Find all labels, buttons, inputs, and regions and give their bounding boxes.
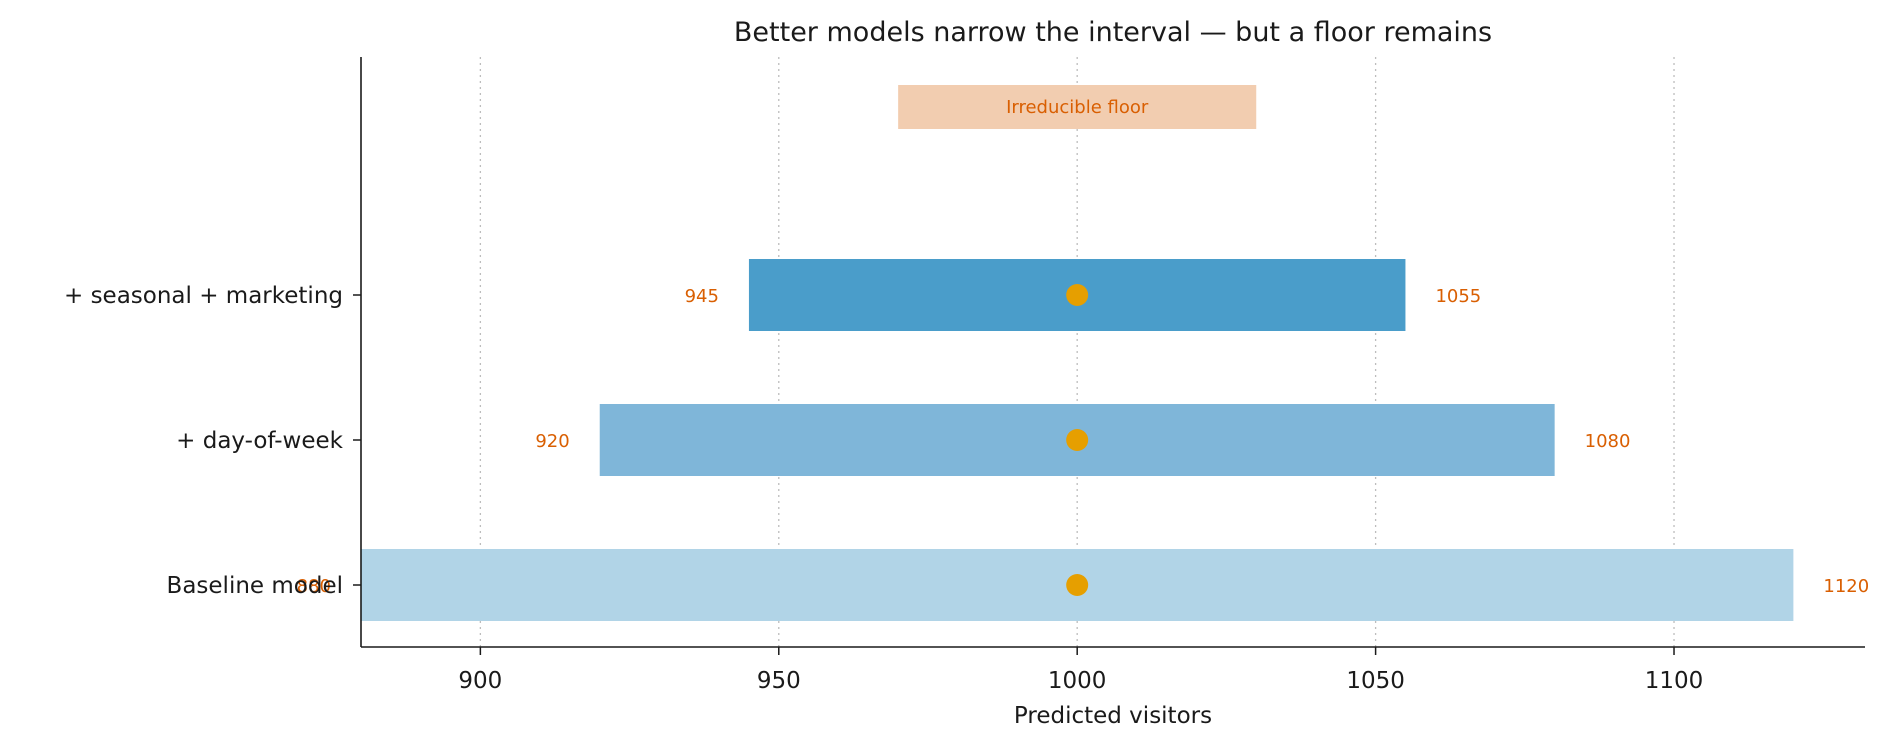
axes — [360, 57, 1865, 648]
low-value-label: 880 — [297, 576, 331, 597]
chart-title: Better models narrow the interval — but … — [734, 17, 1492, 48]
x-tick-label: 950 — [757, 668, 801, 694]
high-value-label: 1120 — [1823, 576, 1869, 597]
point-estimate — [1066, 284, 1089, 306]
category-label: Baseline model — [167, 573, 343, 599]
high-value-label: 1055 — [1435, 286, 1481, 307]
floor-band: Irreducible floor — [898, 85, 1257, 129]
floor-band-label: Irreducible floor — [1006, 97, 1149, 118]
low-value-label: 920 — [535, 431, 569, 452]
high-value-label: 1080 — [1585, 431, 1631, 452]
point-estimate — [1066, 429, 1089, 451]
bars: 945 1055 920 1080 880 1120 — [297, 259, 1869, 621]
x-tick-label: 1000 — [1048, 668, 1107, 694]
x-tick-label: 1050 — [1346, 668, 1405, 694]
point-estimate — [1066, 574, 1089, 596]
category-label: + day-of-week — [176, 428, 344, 454]
category-label: + seasonal + marketing — [64, 283, 343, 309]
x-tick-label: 900 — [458, 668, 502, 694]
grid — [479, 57, 1675, 647]
x-tick-label: 1100 — [1645, 668, 1704, 694]
x-ticks: 900 950 1000 1050 1100 — [458, 647, 1703, 694]
y-categories: + seasonal + marketing + day-of-weekBasel… — [64, 283, 361, 599]
floor-band-rect — [898, 85, 1257, 129]
low-value-label: 945 — [685, 286, 719, 307]
x-axis-title: Predicted visitors — [1014, 703, 1212, 729]
